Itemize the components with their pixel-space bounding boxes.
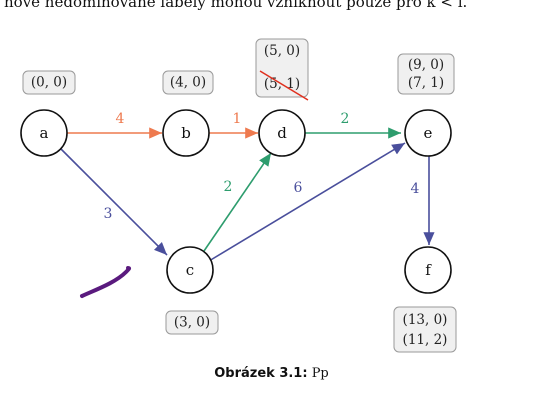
- caption-label: Obrázek 3.1:: [214, 366, 308, 381]
- pen-stroke-mark: [80, 266, 132, 298]
- svg-text:f: f: [425, 261, 432, 279]
- edge-c-d: [203, 152, 272, 252]
- strike-line: [259, 70, 309, 101]
- label-box-b: (4, 0): [162, 70, 214, 95]
- node-d: d: [258, 109, 306, 157]
- svg-text:(5, 0): (5, 0): [264, 43, 300, 59]
- label-box-f: (13, 0) (11, 2): [393, 306, 457, 353]
- svg-text:(4, 0): (4, 0): [170, 75, 206, 91]
- weight-a-b: 4: [116, 111, 125, 127]
- svg-text:a: a: [40, 124, 49, 142]
- label-box-a: (0, 0): [22, 70, 76, 95]
- svg-text:(0, 0): (0, 0): [31, 75, 67, 91]
- node-c: c: [166, 246, 214, 294]
- svg-text:e: e: [424, 124, 433, 142]
- weight-d-e: 2: [341, 111, 350, 127]
- caption-text: Pp: [311, 366, 329, 381]
- label-box-e: (9, 0) (7, 1): [397, 53, 455, 95]
- edge-c-e: [208, 142, 406, 262]
- svg-text:(13, 0): (13, 0): [403, 312, 448, 328]
- svg-text:c: c: [186, 261, 194, 279]
- label-box-d: (5, 0) (5, 1): [255, 38, 309, 101]
- weight-c-d: 2: [224, 179, 233, 195]
- node-f: f: [404, 246, 452, 294]
- svg-text:b: b: [181, 124, 191, 142]
- weight-b-d: 1: [233, 111, 242, 127]
- page-header-text: nové nedominované labely mohou vzniknout…: [4, 0, 468, 11]
- svg-text:(9, 0): (9, 0): [408, 57, 444, 73]
- figure-caption: Obrázek 3.1: Pp: [0, 366, 543, 381]
- label-box-c: (3, 0): [165, 310, 219, 335]
- svg-text:d: d: [277, 124, 287, 142]
- node-a: a: [20, 109, 68, 157]
- node-e: e: [404, 109, 452, 157]
- weight-e-f: 4: [411, 181, 420, 197]
- svg-text:(11, 2): (11, 2): [403, 332, 448, 348]
- svg-text:(3, 0): (3, 0): [174, 315, 210, 331]
- weight-a-c: 3: [104, 206, 113, 222]
- weight-c-e: 6: [294, 180, 303, 196]
- node-b: b: [162, 109, 210, 157]
- svg-text:(7, 1): (7, 1): [408, 75, 444, 91]
- edge-a-c: [60, 148, 168, 256]
